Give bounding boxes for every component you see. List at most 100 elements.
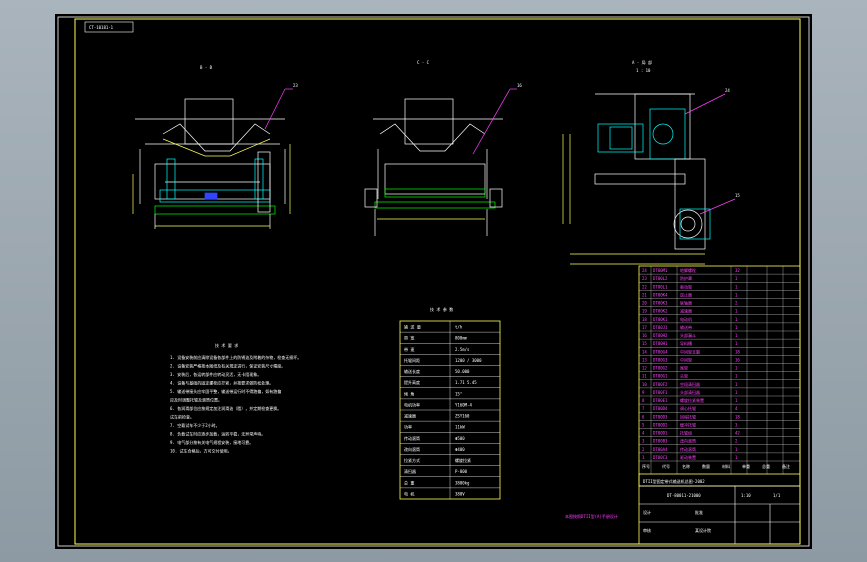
title-block-checker: 审核	[643, 527, 651, 533]
title-block-sheet: 1/1	[773, 493, 781, 498]
tech-row-value: 380V	[455, 491, 465, 496]
parts-row-code: DT80J1	[653, 325, 668, 330]
title-block-title: DTII型固定带式输送机总图-2002	[643, 478, 705, 484]
parts-row-code: DT80L1	[653, 284, 668, 289]
tech-row-value: 3800kg	[455, 480, 470, 485]
leader-label: 23	[293, 83, 298, 88]
drawing-sheet: CT-10181-1 B - B C - C A - 局 部 1 : 10	[55, 14, 812, 549]
tech-row-value: 1.71 5.45	[455, 380, 477, 385]
parts-row-code: DT80G2	[653, 366, 668, 371]
parts-row-name: 防护罩	[680, 275, 692, 281]
tech-row-label: 改向滚筒	[404, 446, 420, 452]
parts-row-qty: 1	[735, 390, 738, 395]
tech-row-value: P-800	[455, 469, 468, 474]
parts-row-no: 24	[642, 268, 647, 273]
parts-row-name: 联轴器	[680, 300, 692, 306]
note-line: 6. 各润滑部位应按规定加注润滑油（脂），并定期检查更换。	[170, 405, 281, 411]
parts-row-code: DT80B3	[653, 439, 668, 444]
parts-row-qty: 1	[735, 325, 738, 330]
tech-row-label: 带 宽	[404, 335, 414, 341]
parts-row-name: 中间架	[680, 356, 692, 362]
tech-row-label: 清扫器	[404, 468, 416, 474]
parts-row-qty: 16	[735, 357, 740, 362]
parts-row-code: DT80H1	[653, 341, 668, 346]
parts-row-code: DT80K2	[653, 309, 668, 314]
parts-row-qty: 1	[735, 382, 738, 387]
parts-row-name: 驱动架	[680, 283, 692, 289]
view-a-scale: 1 : 10	[636, 68, 651, 73]
tech-table-title: 技 术 参 数	[430, 306, 453, 312]
notes-title: 技 术 要 求	[215, 342, 238, 348]
parts-row-qty: 1	[735, 398, 738, 403]
parts-row-name: 头架	[680, 373, 688, 379]
parts-row-qty: 3	[735, 422, 738, 427]
parts-row-name: 电动机	[680, 316, 692, 322]
tech-row-label: 功率	[404, 424, 412, 430]
tech-row-value: 1200 / 3000	[455, 358, 482, 363]
parts-row-code: DT80G1	[653, 374, 668, 379]
parts-row-code: DT80F1	[653, 390, 668, 395]
parts-row-no: 3	[642, 439, 645, 444]
parts-row-code: DT80D2	[653, 422, 668, 427]
parts-row-code: DT80G3	[653, 357, 668, 362]
parts-row-no: 11	[642, 374, 647, 379]
parts-row-no: 15	[642, 341, 647, 346]
bottom-note: 本图按照DTII型(A)手册设计	[565, 513, 618, 519]
parts-row-qty: 1	[735, 374, 738, 379]
note-line: 4. 设备与基础的固定螺栓应拧紧，并按要求做防松处理。	[170, 380, 273, 386]
parts-row-code: DT80D4	[653, 406, 668, 411]
note-line: 1. 设备安装前应清除设备各部件上的防锈油及附着的杂物，检查无损坏。	[170, 354, 301, 360]
parts-row-no: 20	[642, 301, 647, 306]
parts-row-no: 13	[642, 357, 647, 362]
parts-row-qty: 2	[735, 439, 738, 444]
tech-row-label: 传动滚筒	[404, 435, 420, 441]
corner-tag-box	[84, 21, 134, 33]
parts-row-no: 16	[642, 333, 647, 338]
parts-row-no: 18	[642, 317, 647, 322]
parts-row-no: 8	[642, 398, 645, 403]
parts-header-cell: 材料	[722, 463, 730, 469]
title-block-approver: 批准	[695, 509, 703, 515]
leader-label: 15	[735, 193, 740, 198]
note-line: 10. 试车合格后，方可交付使用。	[170, 448, 232, 454]
parts-row-qty: 42	[735, 431, 740, 436]
tech-row-value: 15°	[455, 391, 462, 396]
parts-row-no: 23	[642, 276, 647, 281]
tech-row-label: 输送长度	[404, 368, 420, 374]
title-block	[638, 473, 801, 545]
parts-header-cell: 总重	[762, 463, 770, 469]
parts-header-cell: 单重	[742, 463, 750, 469]
parts-row-name: 驱动装置	[680, 454, 696, 460]
tech-row-label: 提升高度	[404, 379, 420, 385]
parts-row-name: 托辊组	[680, 430, 692, 436]
parts-row-name: 调心托辊	[680, 405, 696, 411]
note-line: 9. 电气部分按有关电气规程安装，接地可靠。	[170, 439, 253, 445]
tech-row-value: 螺旋拉紧	[455, 457, 471, 463]
inner-frame	[74, 18, 801, 545]
parts-row-name: 改向滚筒	[680, 438, 696, 444]
parts-row-name: 空段清扫器	[680, 381, 700, 387]
parts-row-no: 10	[642, 382, 647, 387]
parts-row-name: 尾架	[680, 365, 688, 371]
section-b-view	[132, 88, 293, 229]
tech-row-label: 倾 角	[404, 390, 414, 396]
parts-row-code: DT80C3	[653, 455, 668, 460]
parts-row-no: 19	[642, 309, 647, 314]
tech-row-value: Φ400	[455, 447, 465, 452]
parts-row-code: DT80G4	[653, 349, 668, 354]
parts-row-code: DT80K3	[653, 301, 668, 306]
parts-row-no: 6	[642, 414, 645, 419]
parts-row-qty: 2	[735, 301, 738, 306]
tech-row-value: 800mm	[455, 336, 468, 341]
parts-row-qty: 1	[735, 309, 738, 314]
section-c-label: C - C	[417, 60, 430, 65]
parts-row-code: DT80L2	[653, 276, 668, 281]
tech-row-label: 减速器	[404, 413, 416, 419]
parts-row-name: 输送带	[680, 324, 692, 330]
tech-row-value: Φ500	[455, 436, 465, 441]
parts-row-no: 14	[642, 349, 647, 354]
tech-row-value: Y160M-4	[455, 402, 472, 407]
view-a-drive	[562, 93, 736, 265]
